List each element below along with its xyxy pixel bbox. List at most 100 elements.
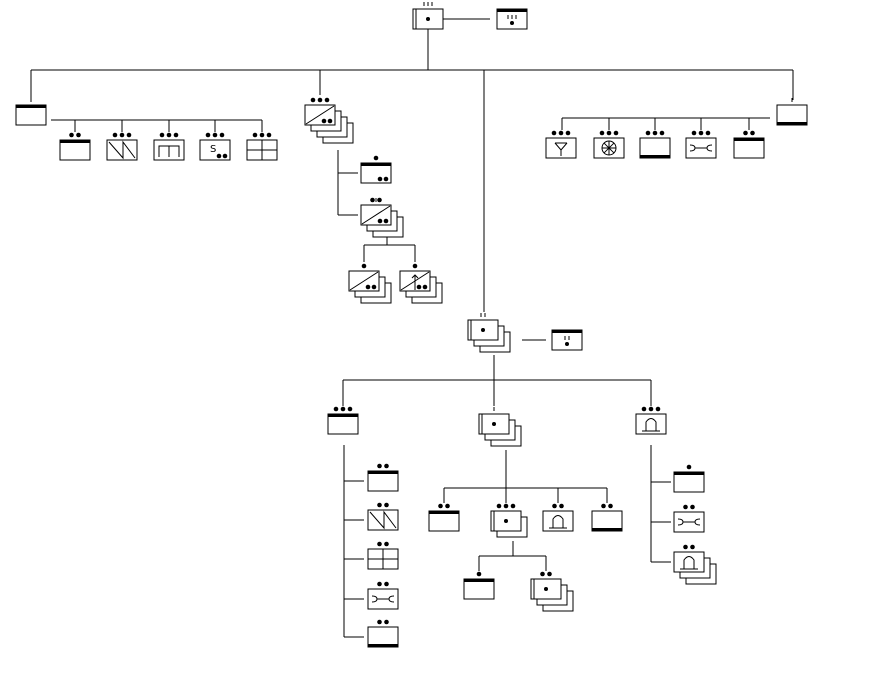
node-b4-m-c2[interactable] xyxy=(490,503,528,538)
node-b4-l-c4[interactable] xyxy=(367,581,399,610)
node-b4-m-c3[interactable] xyxy=(542,503,574,532)
indicator-dot xyxy=(119,132,125,138)
node-b2-c2[interactable] xyxy=(360,197,404,238)
up-arrow-head xyxy=(411,274,419,279)
indicator-dot xyxy=(126,132,132,138)
node-b4-l-c2[interactable] xyxy=(367,502,399,531)
node-b3-c2[interactable] xyxy=(593,130,625,159)
indicator-dot xyxy=(606,130,612,136)
diagonal-icon xyxy=(361,205,391,225)
node-b1-c4[interactable]: S xyxy=(199,132,231,161)
node-b4-l-c1[interactable] xyxy=(367,463,399,492)
indicator-dot xyxy=(219,132,225,138)
node-box xyxy=(635,413,667,435)
node-b4-r[interactable] xyxy=(635,406,667,435)
indicator-dot xyxy=(377,463,382,469)
node-b2-c2-b[interactable] xyxy=(399,263,443,304)
indicator-dot xyxy=(652,130,658,136)
center-dot-icon xyxy=(481,328,485,332)
inner-dot xyxy=(383,176,389,182)
inner-dot xyxy=(321,118,327,124)
bottom-bar-icon xyxy=(592,528,622,531)
node-b1-c1[interactable] xyxy=(59,132,91,161)
indicator-dot xyxy=(377,502,382,508)
node-b3[interactable] xyxy=(776,98,808,126)
indicator-dot xyxy=(69,132,74,138)
node-b2-c1[interactable] xyxy=(360,155,392,184)
node-root-side[interactable] xyxy=(496,8,528,30)
node-b4-m-c2-a[interactable] xyxy=(463,571,495,600)
inner-dot xyxy=(416,284,422,290)
top-bar-icon xyxy=(368,471,398,474)
s-label: S xyxy=(210,144,216,155)
node-b1-c2[interactable] xyxy=(106,132,138,161)
indicator-dot xyxy=(547,571,552,577)
node-box xyxy=(367,509,399,531)
indicator-dot xyxy=(384,581,389,587)
indicator-dot xyxy=(683,504,688,510)
center-dot-icon xyxy=(426,17,430,21)
inner-dot xyxy=(377,176,383,182)
indicator-dot xyxy=(683,544,688,550)
indicator-dot xyxy=(552,503,557,509)
indicator-dot xyxy=(384,541,389,547)
node-b4[interactable] xyxy=(467,313,511,353)
indicator-dot xyxy=(558,130,564,136)
indicator-dot xyxy=(648,406,654,412)
indicator-dot xyxy=(445,503,450,509)
indicator-dot xyxy=(601,503,606,509)
node-b4-side[interactable] xyxy=(551,329,583,351)
diagonal-icon xyxy=(349,271,379,291)
indicator-dot xyxy=(655,406,661,412)
node-b3-c4[interactable] xyxy=(685,130,717,159)
indicator-dot xyxy=(750,130,755,136)
node-b1-c5[interactable] xyxy=(246,132,278,161)
node-b4-m-c2-b[interactable] xyxy=(530,571,574,612)
diagram-nodes: S xyxy=(15,2,808,648)
center-dot-icon xyxy=(544,587,548,591)
indicator-dot xyxy=(690,544,695,550)
node-b3-c5[interactable] xyxy=(733,130,765,159)
indicator-dot xyxy=(698,130,704,136)
node-b4-m[interactable] xyxy=(478,407,522,447)
indicator-dot xyxy=(691,130,697,136)
indicator-dot xyxy=(266,132,272,138)
indicator-dot xyxy=(659,130,665,136)
indicator-dot xyxy=(205,132,211,138)
node-b1-c3[interactable] xyxy=(153,132,185,161)
indicator-dot xyxy=(252,132,258,138)
node-b1[interactable] xyxy=(15,98,47,126)
node-box xyxy=(545,137,577,159)
node-b2[interactable] xyxy=(304,97,354,144)
indicator-dot xyxy=(377,581,382,587)
indicator-dot xyxy=(361,263,367,269)
node-root[interactable] xyxy=(412,2,444,30)
inner-dot xyxy=(327,118,333,124)
node-b4-l-c3[interactable] xyxy=(367,541,399,570)
connector-icon xyxy=(371,595,395,603)
indicator-dot xyxy=(317,97,323,103)
indicator-dot xyxy=(645,130,651,136)
node-b4-m-c1[interactable] xyxy=(428,503,460,532)
center-dot-icon xyxy=(510,21,514,25)
node-b3-c1[interactable] xyxy=(545,130,577,159)
indicator-dot xyxy=(705,130,711,136)
indicator-dot xyxy=(324,97,330,103)
node-box xyxy=(199,139,231,161)
top-bar-icon xyxy=(429,511,459,514)
node-b4-l[interactable] xyxy=(327,406,359,435)
node-b4-m-c4[interactable] xyxy=(591,503,623,532)
node-b4-r-c2[interactable] xyxy=(673,504,705,533)
node-b2-c2-a[interactable] xyxy=(348,263,392,304)
node-b3-c3[interactable] xyxy=(639,130,671,159)
node-b4-r-c3[interactable] xyxy=(673,544,717,585)
top-bar-icon xyxy=(16,105,46,108)
node-b4-r-c1[interactable] xyxy=(673,464,705,493)
indicator-dot xyxy=(686,464,692,470)
indicator-dot xyxy=(259,132,265,138)
bell-icon xyxy=(642,418,660,432)
indicator-dot xyxy=(333,406,339,412)
indicator-dot xyxy=(377,541,382,547)
node-b4-l-c5[interactable] xyxy=(367,619,399,648)
